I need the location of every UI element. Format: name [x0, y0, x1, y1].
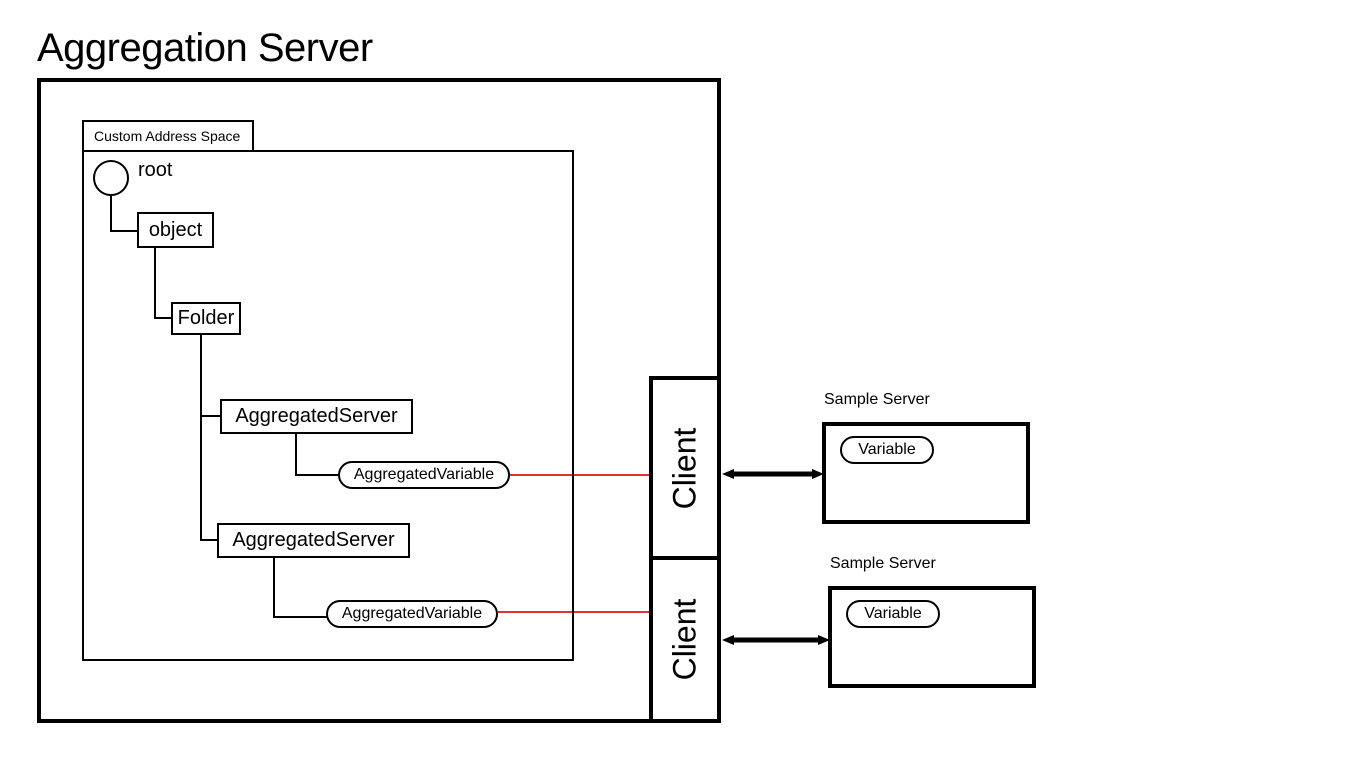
- aggregated-variable-node-1: AggregatedVariable: [338, 461, 510, 489]
- aggregated-server-node-2: AggregatedServer: [217, 523, 410, 558]
- object-to-folder-connector: [154, 247, 172, 319]
- root-node-circle: [93, 160, 129, 196]
- server2-to-variable2-connector: [273, 558, 327, 618]
- sample-server-label-2: Sample Server: [830, 555, 936, 572]
- client-label-1: Client: [666, 427, 703, 509]
- sample-variable-node-1: Variable: [840, 436, 934, 464]
- client-label-2: Client: [666, 598, 703, 681]
- folder-to-server2-connector: [200, 416, 218, 541]
- sample-server-label-1: Sample Server: [824, 391, 930, 408]
- address-space-tab: Custom Address Space: [82, 120, 254, 152]
- folder-node: Folder: [171, 302, 241, 335]
- aggregated-variable-node-2: AggregatedVariable: [326, 600, 498, 628]
- address-space-box: [82, 150, 574, 661]
- client2-server2-link: [722, 635, 830, 645]
- root-node-label: root: [138, 159, 173, 181]
- object-node: object: [137, 212, 214, 248]
- server1-to-variable1-connector: [295, 433, 339, 476]
- client1-server1-link: [722, 469, 824, 479]
- aggregated-server-node-1: AggregatedServer: [220, 399, 413, 434]
- sample-variable-node-2: Variable: [846, 600, 940, 628]
- client-box-2: Client: [649, 556, 721, 723]
- client-box-1: Client: [649, 376, 721, 560]
- root-to-object-connector: [110, 196, 137, 232]
- diagram-title: Aggregation Server: [37, 26, 373, 70]
